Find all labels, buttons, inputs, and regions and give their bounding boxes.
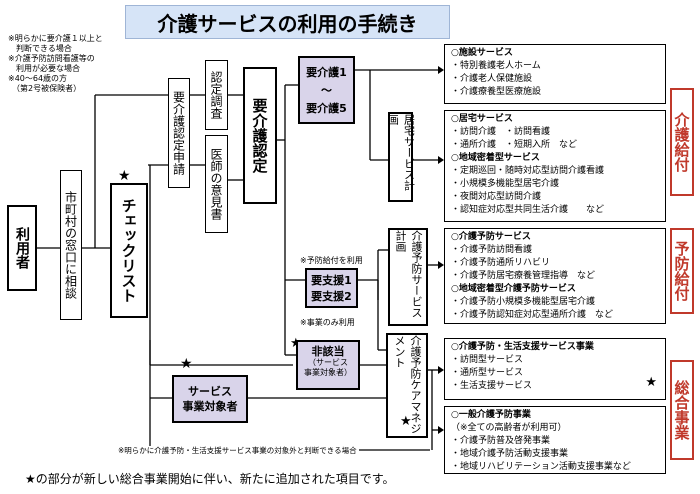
seikatsu-panel: ○介護予防・生活支援サービス事業 ・訪問型サービス ・通所型サービス ・生活支援… — [444, 338, 666, 400]
madoguchi-node: 市町村の窓口に相談 — [60, 170, 82, 320]
jigyo-only-note: ※事業のみ利用 — [300, 318, 355, 327]
page-title: 介護サービスの利用の手続き — [125, 5, 450, 39]
ippan-panel: ○一般介護予防事業 （※全ての高齢者が利用可） ・介護予防普及啓発事業 ・地域介… — [444, 406, 666, 474]
note-line: 判断できる場合 — [8, 44, 72, 53]
category-kaigo: 介護給付 — [670, 88, 694, 196]
star-checklist: ★ — [118, 168, 131, 184]
note-line: （第2号被保険者） — [8, 84, 82, 93]
footer-note: ★の部分が新しい総合事業開始に伴い、新たに追加された項目です。 — [25, 472, 395, 486]
top-notes: ※明らかに要介護１以上と 判断できる場合 ※介護予防訪問看護等の 利用が必要な場… — [8, 34, 158, 94]
nintei-node: 要介護認定 — [243, 67, 277, 204]
jigyo-taisho-node: サービス 事業対象者 — [172, 375, 248, 423]
higaito-node: 非該当 （サービス 事業対象者） — [296, 340, 360, 390]
note-line: 利用が必要な場合 — [8, 64, 80, 73]
star-care-mgmt: ★ — [400, 414, 412, 429]
yobo-panel: ○介護予防サービス ・介護予防訪問看護 ・介護予防通所リハビリ ・介護予防居宅療… — [444, 228, 666, 324]
yobo-kyufu-note: ※予防給付を利用 — [300, 256, 363, 265]
shinsei-node: 要介護認定申請 — [168, 78, 190, 188]
category-sogo: 総合事業 — [670, 360, 694, 460]
kyotaku-plan-node: 居宅サービス計画 — [387, 112, 416, 202]
title-text: 介護サービスの利用の手続き — [157, 11, 418, 36]
yoshien-node: 要支援1 要支援2 — [305, 268, 358, 308]
riyousha-node: 利用者 — [7, 205, 37, 291]
ikensho-node: 医師の意見書 — [205, 135, 228, 233]
category-yobo: 予防給付 — [670, 228, 694, 314]
checklist-node: チェックリスト — [110, 183, 148, 318]
shisetsu-panel: ○施設サービス ・特別養護老人ホーム ・介護老人保健施設 ・介護療養型医療施設 — [444, 44, 666, 104]
chousa-node: 認定調査 — [205, 60, 228, 130]
star-seikatsu: ★ — [645, 375, 657, 390]
star-higaito: ★ — [290, 336, 302, 351]
yokaigo-node: 要介護1 ～ 要介護5 — [298, 56, 355, 124]
kyotaku-panel: ○居宅サービス ・訪問介護 ・訪問看護 ・通所介護 ・短期入所 など ○地域密着… — [444, 110, 666, 222]
care-mgmt-node: 介護予防ケアマネジメント — [386, 333, 428, 438]
yobo-plan-node: 介護予防サービス計画 — [388, 228, 428, 326]
bottom-note: ※明らかに介護予防・生活支援サービス事業の対象外と判断できる場合 — [116, 446, 359, 456]
note-line: ※明らかに要介護１以上と — [8, 34, 103, 43]
star-jigyo: ★ — [180, 356, 193, 372]
note-line: ※40～64歳の方 — [8, 74, 68, 83]
note-line: ※介護予防訪問看護等の — [8, 54, 95, 63]
